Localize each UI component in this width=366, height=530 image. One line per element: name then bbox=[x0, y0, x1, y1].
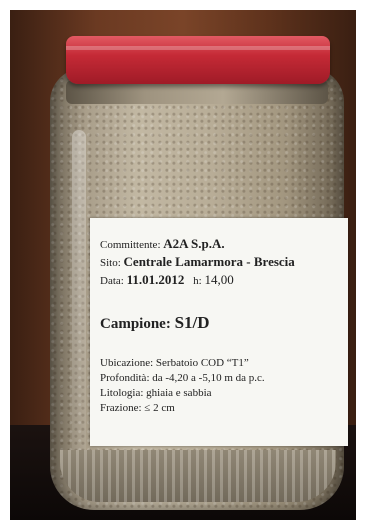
profondita-key: Profondità: bbox=[100, 372, 150, 384]
profondita-value: da -4,20 a -5,10 m da p.c. bbox=[152, 372, 265, 384]
litologia-value: ghiaia e sabbia bbox=[146, 387, 212, 399]
profondita-row: Profondità: da -4,20 a -5,10 m da p.c. bbox=[100, 372, 265, 384]
photo: Committente: A2A S.p.A. Sito: Centrale L… bbox=[10, 10, 356, 520]
ubicazione-value: Serbatoio COD “T1” bbox=[155, 357, 249, 369]
data-value: 11.01.2012 bbox=[126, 272, 185, 287]
jar-bottom bbox=[60, 450, 336, 502]
ubicazione-key: Ubicazione: bbox=[100, 357, 154, 369]
sito-row: Sito: Centrale Lamarmora - Brescia bbox=[100, 254, 295, 270]
committente-value: A2A S.p.A. bbox=[163, 236, 225, 251]
jar-highlight bbox=[72, 130, 86, 470]
ora-value: 14,00 bbox=[204, 272, 234, 287]
frazione-value: ≤ 2 cm bbox=[144, 402, 175, 414]
frazione-key: Frazione: bbox=[100, 402, 142, 414]
committente-row: Committente: A2A S.p.A. bbox=[100, 236, 225, 252]
litologia-key: Litologia: bbox=[100, 387, 144, 399]
red-lid bbox=[66, 36, 330, 84]
ubicazione-row: Ubicazione: Serbatoio COD “T1” bbox=[100, 357, 249, 369]
campione-key: Campione: bbox=[100, 316, 171, 332]
sito-value: Centrale Lamarmora - Brescia bbox=[123, 254, 295, 269]
frazione-row: Frazione: ≤ 2 cm bbox=[100, 402, 175, 414]
campione-value: S1/D bbox=[174, 313, 210, 332]
sample-label: Committente: A2A S.p.A. Sito: Centrale L… bbox=[90, 218, 348, 446]
jar-neck bbox=[66, 80, 328, 104]
lid-ridge bbox=[66, 46, 330, 50]
data-key: Data: bbox=[100, 275, 124, 287]
sito-key: Sito: bbox=[100, 257, 121, 269]
litologia-row: Litologia: ghiaia e sabbia bbox=[100, 387, 212, 399]
committente-key: Committente: bbox=[100, 239, 161, 251]
data-row: Data: 11.01.2012 h: 14,00 bbox=[100, 272, 234, 288]
campione-row: Campione: S1/D bbox=[100, 313, 210, 333]
ora-key: h: bbox=[193, 275, 202, 287]
